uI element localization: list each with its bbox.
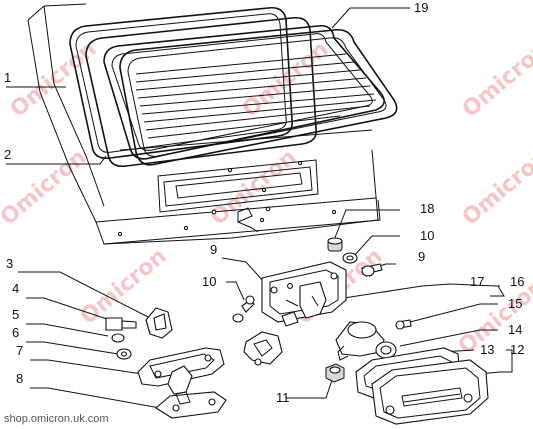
callout-10-right: 10 — [420, 228, 434, 243]
callout-7: 7 — [16, 343, 23, 358]
handle-assembly — [355, 347, 489, 425]
callout-4: 4 — [12, 281, 19, 296]
site-url-caption: shop.omicron.uk.com — [4, 413, 109, 425]
watermark-5: Omicron — [206, 145, 302, 231]
callout-16: 16 — [510, 274, 524, 289]
callout-labels: 1 2 3 4 5 6 7 8 9 9 10 10 11 12 13 14 15… — [4, 0, 524, 405]
callout-13: 13 — [480, 342, 494, 357]
callout-8: 8 — [16, 371, 23, 386]
callout-9-right: 9 — [418, 249, 425, 264]
hardware-parts — [105, 237, 412, 383]
striker — [145, 307, 173, 339]
callout-1: 1 — [4, 70, 11, 85]
leader-lines — [6, 7, 513, 409]
lock-plate-assembly — [137, 347, 227, 419]
callout-6: 6 — [12, 325, 19, 340]
callout-3: 3 — [6, 256, 13, 271]
lock-cylinder — [335, 321, 397, 361]
callout-15: 15 — [508, 296, 522, 311]
callout-9-left: 9 — [210, 242, 217, 257]
lock-mechanism — [243, 261, 347, 366]
callout-5: 5 — [12, 307, 19, 322]
watermark-3: Omicron — [458, 37, 533, 123]
callout-11: 11 — [276, 390, 290, 405]
callout-2: 2 — [4, 147, 11, 162]
callout-14: 14 — [508, 322, 522, 337]
callout-17: 17 — [470, 274, 484, 289]
tailgate-body — [27, 3, 381, 245]
watermark-6: Omicron — [458, 145, 533, 231]
callout-19: 19 — [414, 0, 428, 15]
rear-window-glass — [69, 6, 398, 168]
callout-18: 18 — [420, 201, 434, 216]
callout-10-left: 10 — [202, 274, 216, 289]
watermark-4: Omicron — [0, 145, 91, 231]
callout-12: 12 — [510, 342, 524, 357]
